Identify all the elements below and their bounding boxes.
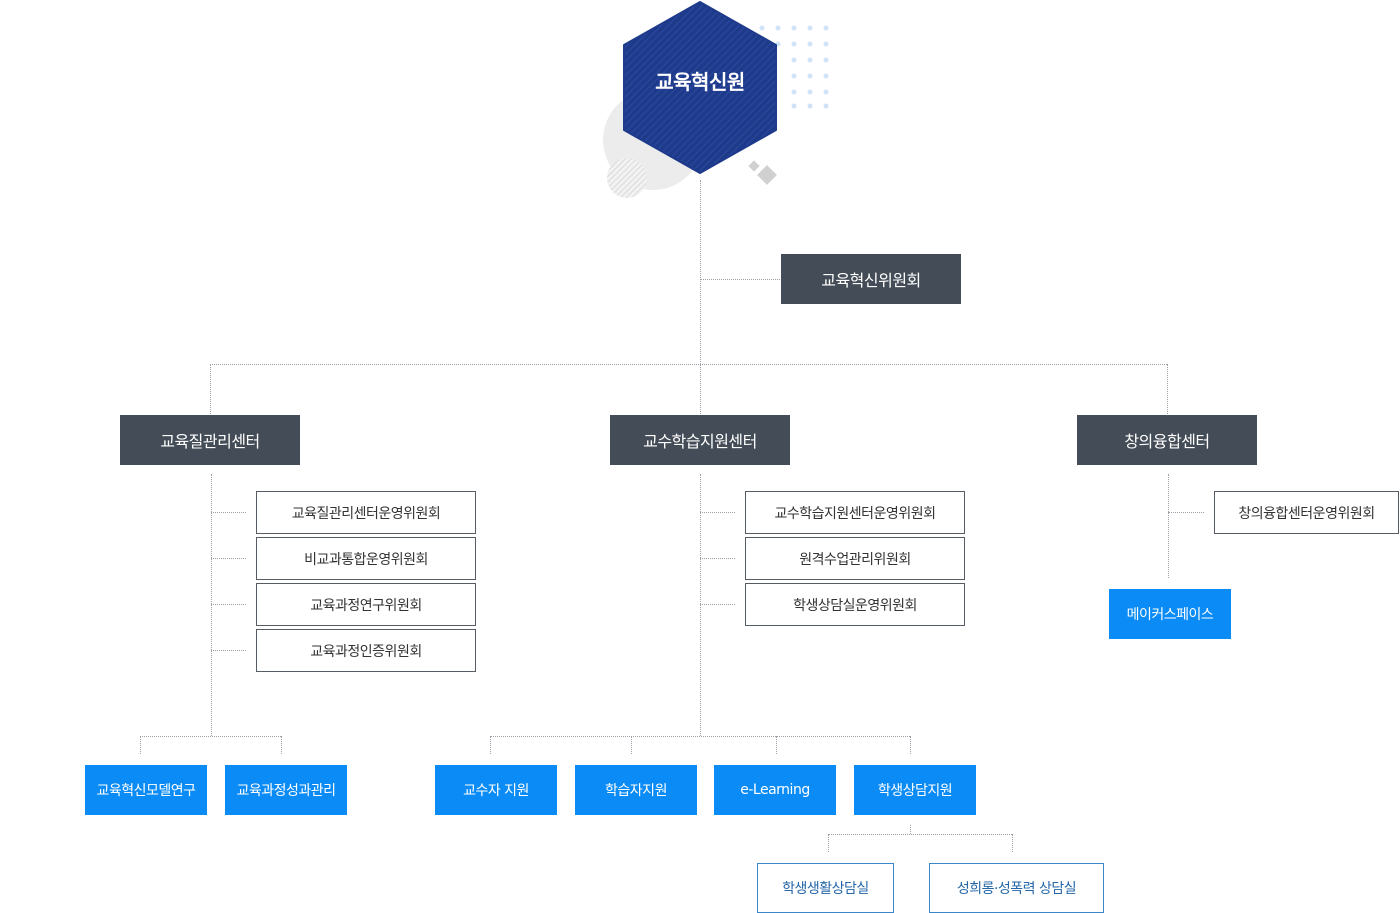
c1-committee-3[interactable]: 교육과정연구위원회 xyxy=(256,583,476,626)
c1-committee-1[interactable]: 교육질관리센터운영위원회 xyxy=(256,491,476,534)
connector-c2-sub-trunk xyxy=(910,825,911,834)
c1-committee-4[interactable]: 교육과정인증위원회 xyxy=(256,629,476,672)
root-title: 교육혁신원 xyxy=(655,70,745,94)
c2-subunit-1[interactable]: 학생생활상담실 xyxy=(757,863,894,913)
connector-c2-unit-2 xyxy=(631,736,632,754)
center-1-box[interactable]: 교육질관리센터 xyxy=(120,415,300,465)
c2-unit-3[interactable]: e-Learning xyxy=(714,765,836,815)
decor-diamond-small xyxy=(748,160,760,172)
connector-c1-comm-3 xyxy=(211,604,246,605)
connector-c2-subs xyxy=(828,834,1012,835)
connector-c3-trunk xyxy=(1168,474,1169,578)
c2-committee-3[interactable]: 학생상담실운영위원회 xyxy=(745,583,965,626)
connector-c3-comm-1 xyxy=(1168,512,1204,513)
decor-diamond xyxy=(757,165,777,185)
connector-c2-sub-1 xyxy=(828,834,829,852)
connector-c2-trunk xyxy=(700,474,701,736)
c3-unit-1[interactable]: 메이커스페이스 xyxy=(1109,589,1231,639)
c2-committee-1[interactable]: 교수학습지원센터운영위원회 xyxy=(745,491,965,534)
connector-c2-comm-3 xyxy=(700,604,735,605)
connector-c2-unit-3 xyxy=(776,736,777,754)
connector-c2-unit-1 xyxy=(490,736,491,754)
connector-c2-units xyxy=(490,736,910,737)
connector-center-1 xyxy=(210,364,211,414)
connector-c2-unit-4 xyxy=(910,736,911,754)
connector-c1-trunk xyxy=(211,474,212,736)
connector-c1-unit-1 xyxy=(140,736,141,754)
c2-unit-2[interactable]: 학습자지원 xyxy=(575,765,697,815)
c2-unit-4[interactable]: 학생상담지원 xyxy=(854,765,976,815)
connector-c2-sub-2 xyxy=(1012,834,1013,852)
connector-committee xyxy=(700,279,780,280)
connector-c2-comm-1 xyxy=(700,512,735,513)
c2-committee-2[interactable]: 원격수업관리위원회 xyxy=(745,537,965,580)
root-hexagon xyxy=(623,1,777,174)
center-3-box[interactable]: 창의융합센터 xyxy=(1077,415,1257,465)
c1-unit-2[interactable]: 교육과정성과관리 xyxy=(225,765,347,815)
connector-c2-comm-2 xyxy=(700,558,735,559)
center-2-box[interactable]: 교수학습지원센터 xyxy=(610,415,790,465)
c2-unit-1[interactable]: 교수자 지원 xyxy=(435,765,557,815)
connector-c1-unit-2 xyxy=(281,736,282,754)
c2-subunit-2[interactable]: 성희롱·성폭력 상담실 xyxy=(929,863,1104,913)
decor-hatched-circle xyxy=(607,158,647,198)
connector-c1-comm-4 xyxy=(211,650,246,651)
c1-unit-1[interactable]: 교육혁신모델연구 xyxy=(85,765,207,815)
c3-committee-1[interactable]: 창의융합센터운영위원회 xyxy=(1214,491,1399,534)
committee-box[interactable]: 교육혁신위원회 xyxy=(781,254,961,304)
connector-main xyxy=(700,180,701,414)
connector-center-3 xyxy=(1167,364,1168,414)
decoration xyxy=(603,1,829,198)
connector-c1-comm-1 xyxy=(211,512,246,513)
c1-committee-2[interactable]: 비교과통합운영위원회 xyxy=(256,537,476,580)
connector-c1-units xyxy=(140,736,281,737)
connector-c1-comm-2 xyxy=(211,558,246,559)
connector-centers xyxy=(210,364,1167,365)
